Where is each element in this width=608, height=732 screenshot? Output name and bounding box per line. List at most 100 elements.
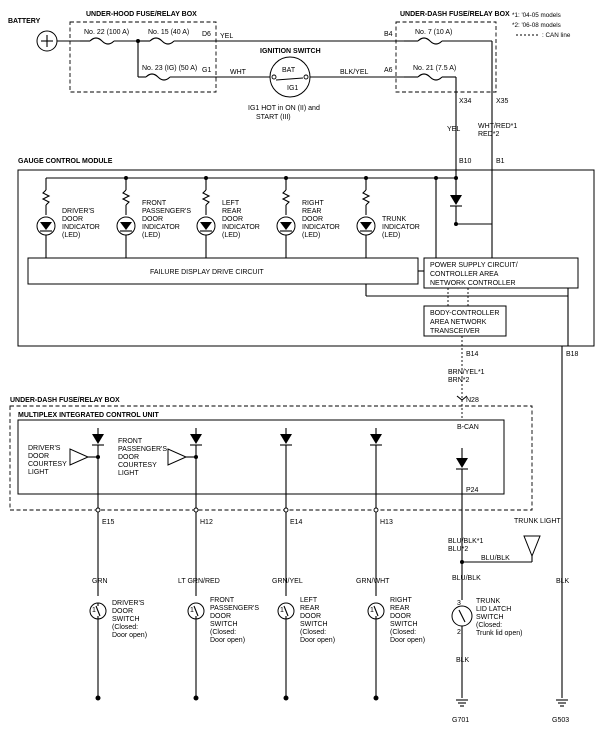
led-branch-front-passenger [116, 178, 136, 258]
svg-text:SWITCH: SWITCH [210, 621, 238, 628]
svg-text:(Closed:: (Closed: [390, 629, 416, 636]
svg-text:PASSENGER'S: PASSENGER'S [142, 208, 191, 215]
svg-text:DOOR: DOOR [300, 613, 321, 620]
bcan-line-3: TRANSCEIVER [430, 328, 480, 335]
svg-text:(LED): (LED) [222, 232, 240, 239]
underdash-top-title: UNDER-DASH FUSE/RELAY BOX [400, 11, 510, 18]
connector-p24: P24 [466, 487, 479, 494]
svg-text:REAR: REAR [302, 208, 321, 215]
wire-brn-yel: BRN/YEL*1 [448, 369, 485, 376]
svg-text:INDICATOR: INDICATOR [302, 224, 340, 231]
micu-diode-trunk [456, 448, 468, 494]
svg-text:(Closed:: (Closed: [300, 629, 326, 636]
svg-text:RIGHT: RIGHT [390, 597, 413, 604]
svg-text:SWITCH: SWITCH [300, 621, 328, 628]
wire-blu-blk-latch: BLU/BLK [452, 575, 481, 582]
svg-text:1: 1 [92, 607, 96, 614]
svg-text:DRIVER'S: DRIVER'S [28, 445, 61, 452]
led-branch-right-rear [276, 178, 296, 258]
wire-blu-blk-trunk-light: BLU/BLK [481, 555, 510, 562]
trunk-light-icon [523, 535, 541, 558]
svg-text:(LED): (LED) [142, 232, 160, 239]
svg-text:DRIVER'S: DRIVER'S [112, 600, 145, 607]
connector-e14: E14 [290, 519, 303, 526]
connector-b4: B4 [384, 31, 393, 38]
led-label-trunk: TRUNK INDICATOR (LED) [382, 216, 420, 239]
underdash-bottom-title: UNDER-DASH FUSE/RELAY BOX [10, 397, 120, 404]
fuse-22-icon [89, 37, 115, 45]
resistor-icon [201, 189, 211, 206]
svg-text:Trunk lid open): Trunk lid open) [476, 630, 522, 637]
svg-text:FRONT: FRONT [118, 438, 143, 445]
micu-title: MULTIPLEX INTEGRATED CONTROL UNIT [18, 412, 159, 419]
failure-display-label: FAILURE DISPLAY DRIVE CIRCUIT [150, 269, 264, 276]
connector-h13: H13 [380, 519, 393, 526]
svg-text:REAR: REAR [390, 605, 409, 612]
gauge-control-module: GAUGE CONTROL MODULE [17, 158, 595, 347]
fuse-7-icon [417, 37, 443, 45]
legend-note-1: *1: '04-05 models [512, 12, 561, 19]
svg-text:(Closed:: (Closed: [210, 629, 236, 636]
ignition-bat: BAT [282, 67, 296, 74]
led-branch-left-rear [196, 178, 216, 258]
svg-text:1: 1 [370, 607, 374, 614]
svg-text:SWITCH: SWITCH [112, 616, 140, 623]
legend: *1: '04-05 models *2: '06-08 models : CA… [512, 12, 571, 39]
fuse-22-label: No. 22 (100 A) [84, 29, 129, 36]
body-can-transceiver [423, 305, 507, 337]
svg-text:RIGHT: RIGHT [302, 200, 325, 207]
bcan-line-2: AREA NETWORK [430, 319, 487, 326]
svg-text:(LED): (LED) [302, 232, 320, 239]
wire-brn: BRN*2 [448, 377, 470, 384]
legend-can-line: : CAN line [542, 32, 571, 39]
svg-text:SWITCH: SWITCH [390, 621, 418, 628]
svg-text:DOOR: DOOR [28, 453, 49, 460]
led-label-front-passenger: FRONT PASSENGER'S DOOR INDICATOR (LED) [142, 200, 191, 239]
ignition-note-2: START (III) [256, 114, 291, 121]
bcan-line-1: BODY-CONTROLLER [430, 310, 499, 317]
ground-icon [193, 695, 199, 701]
svg-text:DOOR: DOOR [390, 613, 411, 620]
resistor-icon [361, 189, 371, 206]
micu-diode-front-passenger [167, 428, 202, 494]
svg-text:PASSENGER'S: PASSENGER'S [210, 605, 259, 612]
b-can-label: B-CAN [457, 424, 479, 431]
wire-blk-yel: BLK/YEL [340, 69, 369, 76]
micu-diode-left-rear [280, 428, 292, 494]
legend-note-2: *2: '06-08 models [512, 22, 561, 29]
grounds: G701 G503 [95, 695, 569, 724]
micu-diode-driver [69, 428, 104, 494]
svg-text:1: 1 [190, 607, 194, 614]
fuse-23-label: No. 23 (IG) (50 A) [142, 65, 197, 72]
svg-text:Door open): Door open) [300, 637, 335, 644]
wire-wht-red: WHT/RED*1 [478, 123, 517, 130]
ground-icon [95, 695, 101, 701]
svg-text:(LED): (LED) [62, 232, 80, 239]
micu-diode-right-rear [370, 428, 382, 494]
ignition-note-1: IG1 HOT in ON (II) and [248, 105, 320, 112]
connector-x35: X35 [496, 98, 509, 105]
courtesy-light-icon [69, 448, 90, 466]
svg-text:DRIVER'S: DRIVER'S [62, 208, 95, 215]
svg-text:INDICATOR: INDICATOR [142, 224, 180, 231]
connector-x34: X34 [459, 98, 472, 105]
led-label-left-rear: LEFT REAR DOOR INDICATOR (LED) [222, 200, 260, 239]
door-switch-column-left-rear: E14 GRN/YEL 1 LEFT REAR DOOR SWITCH (Clo… [272, 494, 335, 698]
svg-text:COURTESY: COURTESY [28, 461, 67, 468]
svg-text:Door open): Door open) [210, 637, 245, 644]
led-label-driver: DRIVER'S DOOR INDICATOR (LED) [62, 208, 100, 239]
svg-text:(Closed:: (Closed: [112, 624, 138, 631]
svg-text:DOOR: DOOR [112, 608, 133, 615]
resistor-icon [41, 189, 51, 206]
wire-lt-grn-red: LT GRN/RED [178, 578, 220, 585]
psc-line-2: CONTROLLER AREA [430, 271, 499, 278]
diode-icon [450, 195, 462, 205]
wire-blu-2: BLU*2 [448, 546, 468, 553]
fuse-21-icon [417, 73, 443, 81]
micu-box [17, 419, 505, 495]
connector-e15: E15 [102, 519, 115, 526]
svg-text:FRONT: FRONT [210, 597, 235, 604]
psc-line-1: POWER SUPPLY CIRCUIT/ [430, 262, 518, 269]
wire-yel-feed: YEL [447, 126, 460, 133]
resistor-icon [281, 189, 291, 206]
